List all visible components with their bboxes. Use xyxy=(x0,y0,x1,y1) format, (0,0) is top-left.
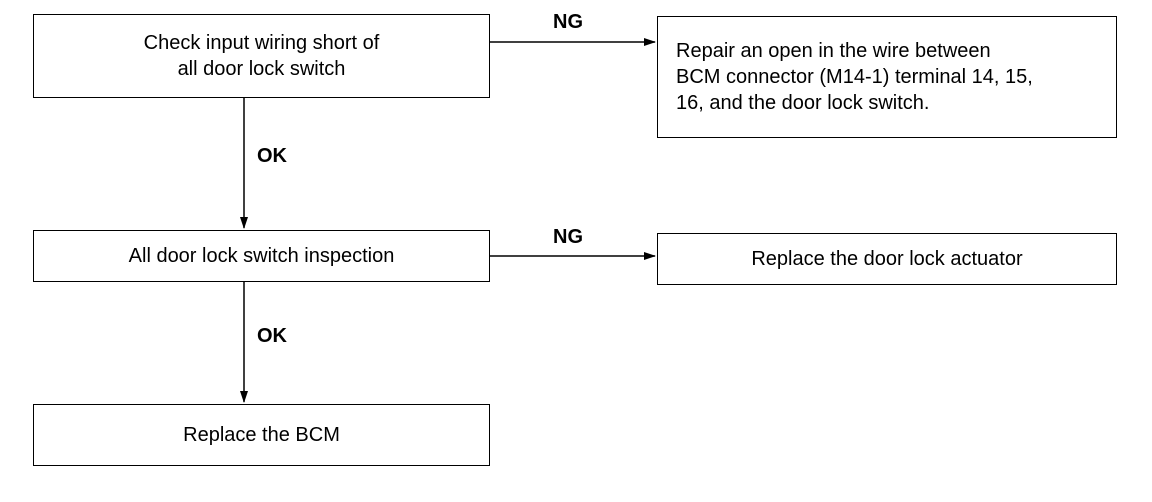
repair-open-box: Repair an open in the wire between BCM c… xyxy=(657,16,1117,138)
switch-inspection-label: All door lock switch inspection xyxy=(128,245,395,267)
check-wiring-line-1: Check input wiring short of xyxy=(143,32,380,54)
replace-bcm-box: Replace the BCM xyxy=(33,404,490,466)
check-wiring-box: Check input wiring short of all door loc… xyxy=(33,14,490,98)
replace-actuator-label: Replace the door lock actuator xyxy=(751,248,1023,270)
edge-label-ok-2: OK xyxy=(257,325,287,347)
replace-bcm-label: Replace the BCM xyxy=(183,424,340,446)
check-wiring-line-2: all door lock switch xyxy=(177,58,346,80)
repair-open-line-2: BCM connector (M14-1) terminal 14, 15, xyxy=(676,66,1033,88)
replace-actuator-box: Replace the door lock actuator xyxy=(657,233,1117,285)
repair-open-line-3: 16, and the door lock switch. xyxy=(676,92,930,114)
repair-open-line-1: Repair an open in the wire between xyxy=(676,40,991,62)
edge-label-ok-1: OK xyxy=(257,145,287,167)
edge-label-ng-1: NG xyxy=(553,11,583,33)
switch-inspection-box: All door lock switch inspection xyxy=(33,230,490,282)
edge-label-ng-2: NG xyxy=(553,226,583,248)
